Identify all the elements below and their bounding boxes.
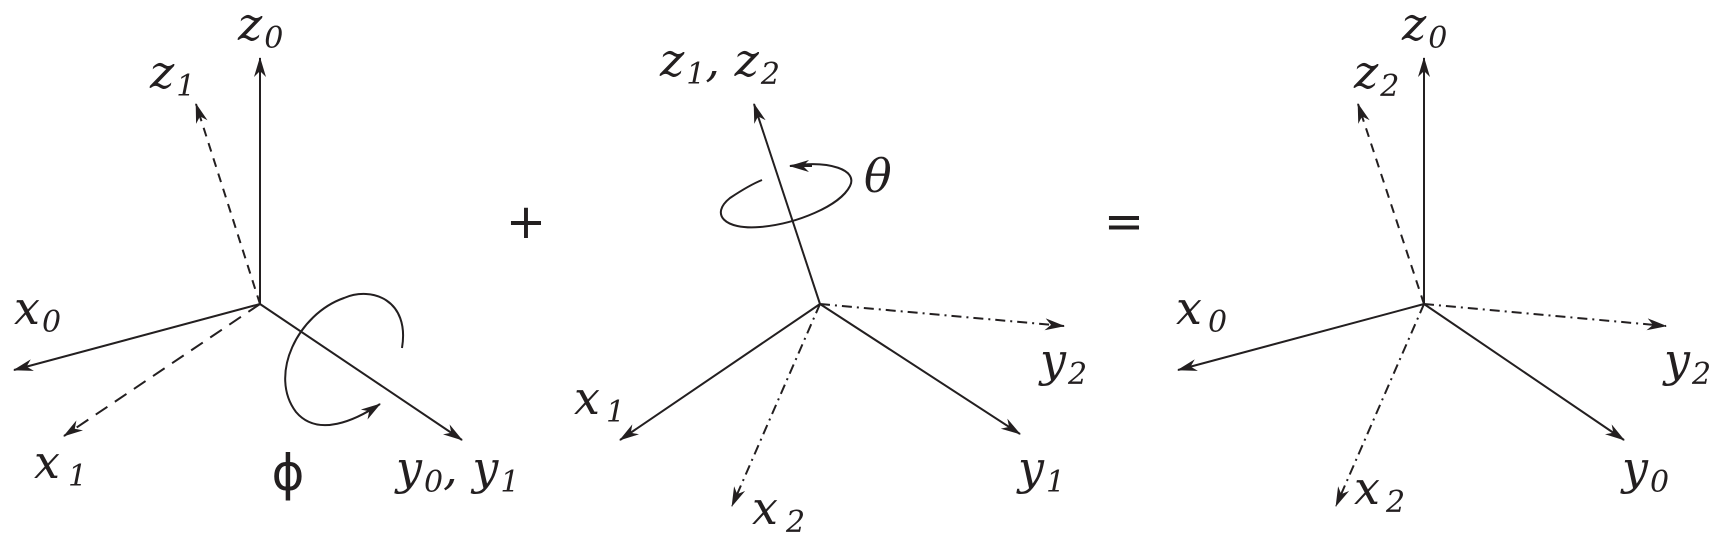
equals-operator: = (1104, 194, 1144, 250)
rotation-symbol-phi: ϕ (272, 444, 305, 502)
axis-x1 (63, 303, 261, 437)
label-z0: z0 (1401, 0, 1447, 56)
rotation-symbol-theta: θ (864, 149, 892, 203)
label-z1: z1 (149, 45, 195, 104)
axis-y1 (819, 303, 1021, 435)
axis-z1-z2 (753, 103, 821, 305)
axis-z2 (1357, 103, 1425, 305)
label-y2: y2 (1662, 333, 1711, 392)
label-y0: y0 (1620, 441, 1669, 500)
panel-1 (13, 57, 463, 441)
axis-x0 (13, 303, 261, 371)
axis-y0-y1 (259, 303, 463, 441)
label-y0-y1: y0, y1 (394, 441, 519, 500)
label-y1: y1 (1016, 441, 1065, 500)
plus-operator: + (506, 194, 546, 250)
axis-x1 (619, 303, 821, 441)
label-z0: z0 (237, 0, 283, 56)
axis-x0 (1177, 303, 1425, 371)
axis-z1 (195, 103, 261, 305)
label-y2: y2 (1038, 333, 1087, 392)
axis-y2 (1423, 303, 1667, 331)
rotation-ellipse-theta (719, 163, 853, 229)
label-x0: x0 (14, 281, 61, 340)
axis-x2 (731, 303, 821, 507)
rotation-arc-phi (284, 293, 405, 427)
panel-2 (619, 103, 1065, 507)
label-z1-z2: z1, z2 (659, 33, 780, 92)
axis-x2 (1335, 303, 1425, 507)
axis-y0 (1423, 303, 1625, 441)
panel-3 (1177, 57, 1667, 507)
label-z2: z2 (1353, 45, 1399, 104)
axis-y2 (819, 303, 1065, 331)
